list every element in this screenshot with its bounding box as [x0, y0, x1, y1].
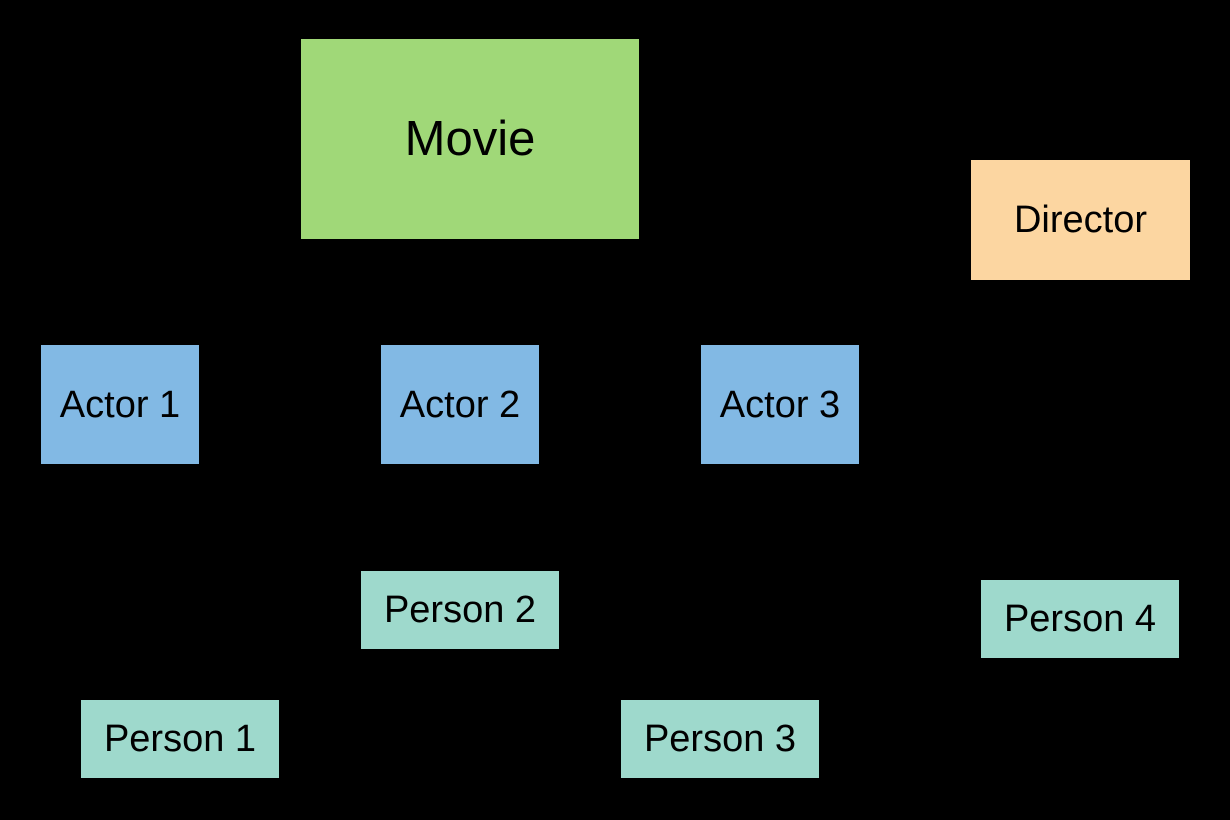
node-person-4[interactable]: Person 4 [981, 580, 1179, 658]
node-person-2-label: Person 2 [383, 589, 537, 631]
node-actor-2[interactable]: Actor 2 [381, 345, 539, 464]
node-person-1-label: Person 1 [103, 718, 257, 760]
node-person-4-label: Person 4 [1003, 598, 1157, 640]
node-actor-3[interactable]: Actor 3 [701, 345, 859, 464]
node-actor-2-label: Actor 2 [399, 383, 521, 426]
node-movie-label: Movie [404, 111, 536, 166]
node-person-2[interactable]: Person 2 [361, 571, 559, 649]
node-director[interactable]: Director [971, 160, 1190, 280]
node-actor-3-label: Actor 3 [719, 383, 841, 426]
node-person-3[interactable]: Person 3 [621, 700, 819, 778]
node-actor-1-label: Actor 1 [59, 383, 181, 426]
node-person-3-label: Person 3 [643, 718, 797, 760]
node-movie[interactable]: Movie [301, 39, 639, 239]
node-person-1[interactable]: Person 1 [81, 700, 279, 778]
node-actor-1[interactable]: Actor 1 [41, 345, 199, 464]
node-director-label: Director [1013, 199, 1148, 241]
